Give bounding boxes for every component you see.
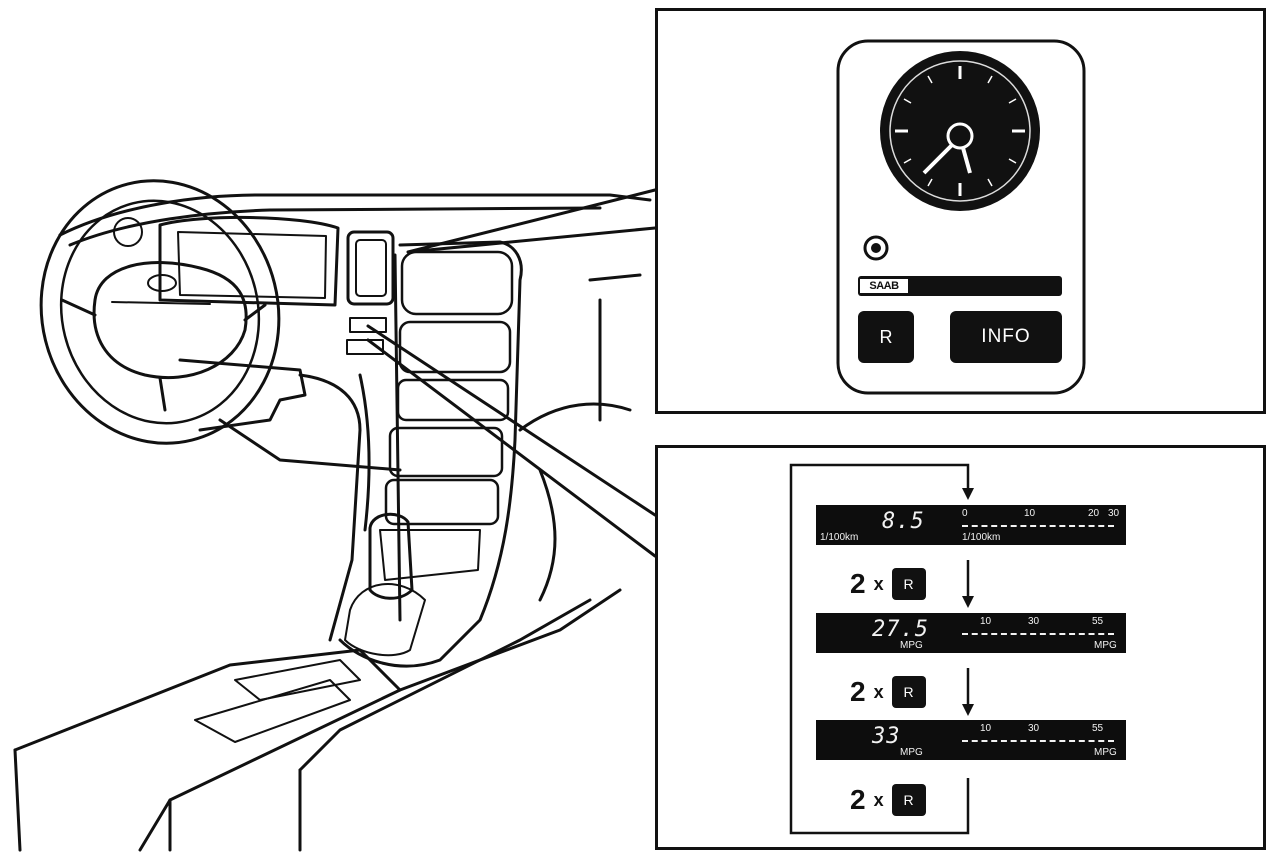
loop-line <box>789 463 970 835</box>
dash-clock-housing <box>346 230 395 306</box>
press-count: 2 <box>850 784 866 815</box>
lcd-unit-left: MPG <box>900 640 923 651</box>
press-times: x <box>873 681 884 702</box>
press-count: 2 <box>850 676 866 707</box>
clock-info-panel: SAAB R INFO <box>655 8 1266 414</box>
press-count: 2 <box>850 568 866 599</box>
callout-line-clock <box>406 188 657 254</box>
lcd-readout: 8.5 <box>882 509 925 534</box>
adjust-knob-icon <box>863 235 889 261</box>
lcd-unit-right: MPG <box>1094 747 1117 758</box>
lcd-screen-2: 27.5 MPG 10 30 55 MPG <box>816 613 1126 653</box>
sequence-loop-diagram <box>789 463 974 835</box>
analog-clock-icon <box>880 51 1040 211</box>
scale-tick: 0 <box>962 508 968 519</box>
instrument-cluster <box>158 215 340 307</box>
armrest <box>13 648 402 852</box>
gauge-left <box>113 217 143 247</box>
lcd-readout: 27.5 <box>872 617 929 642</box>
arrowhead-1 <box>962 488 974 500</box>
r-button-icon-label: R <box>903 576 914 592</box>
press-instruction-1: 2 x R <box>850 568 926 600</box>
r-button-icon: R <box>891 676 926 708</box>
scale-tick: 55 <box>1092 723 1104 734</box>
r-button-label: R <box>879 326 893 347</box>
lcd-screen-3: 33 MPG 10 30 55 MPG <box>816 720 1126 760</box>
press-times: x <box>873 789 884 810</box>
lcd-unit-left: 1/100km <box>820 532 859 543</box>
scale-tick: 55 <box>1092 616 1104 627</box>
r-button[interactable]: R <box>858 311 914 363</box>
steering-hub <box>92 261 248 380</box>
scale-tick: 30 <box>1108 508 1120 519</box>
info-button-label: INFO <box>981 326 1031 347</box>
brand-logo: SAAB <box>869 280 899 292</box>
center-console <box>338 240 523 668</box>
scale-tick: 30 <box>1028 616 1040 627</box>
arrowhead-3 <box>962 704 974 716</box>
scale-tick: 10 <box>1024 508 1036 519</box>
lcd-bar-scale <box>962 525 1114 527</box>
scale-tick: 20 <box>1088 508 1100 519</box>
display-sequence-panel: 8.5 1/100km 0 10 20 30 1/100km 2 x R 27.… <box>655 445 1266 850</box>
lcd-unit-right: 1/100km <box>962 532 1001 543</box>
lcd-bar-scale <box>962 740 1114 742</box>
press-instruction-3: 2 x R <box>850 784 926 816</box>
clock-unit-drawing <box>836 39 1086 395</box>
scale-tick: 30 <box>1028 723 1040 734</box>
r-button-icon: R <box>891 568 926 600</box>
dashboard-top-edge <box>58 193 652 237</box>
r-button-icon-label: R <box>903 684 914 700</box>
scale-tick: 10 <box>980 723 992 734</box>
lcd-unit-left: MPG <box>900 747 923 758</box>
display-strip <box>858 276 1062 296</box>
r-button-icon: R <box>891 784 926 816</box>
lcd-bar-scale <box>962 633 1114 635</box>
arrowhead-2 <box>962 596 974 608</box>
lcd-unit-right: MPG <box>1094 640 1117 651</box>
scale-tick: 10 <box>980 616 992 627</box>
r-button-icon-label: R <box>903 792 914 808</box>
lcd-readout: 33 <box>872 724 901 749</box>
press-times: x <box>873 573 884 594</box>
steering-wheel <box>39 179 281 445</box>
press-instruction-2: 2 x R <box>850 676 926 708</box>
lcd-screen-1: 8.5 1/100km 0 10 20 30 1/100km <box>816 505 1126 545</box>
callout-line-display <box>366 324 657 558</box>
info-button[interactable]: INFO <box>950 311 1062 363</box>
